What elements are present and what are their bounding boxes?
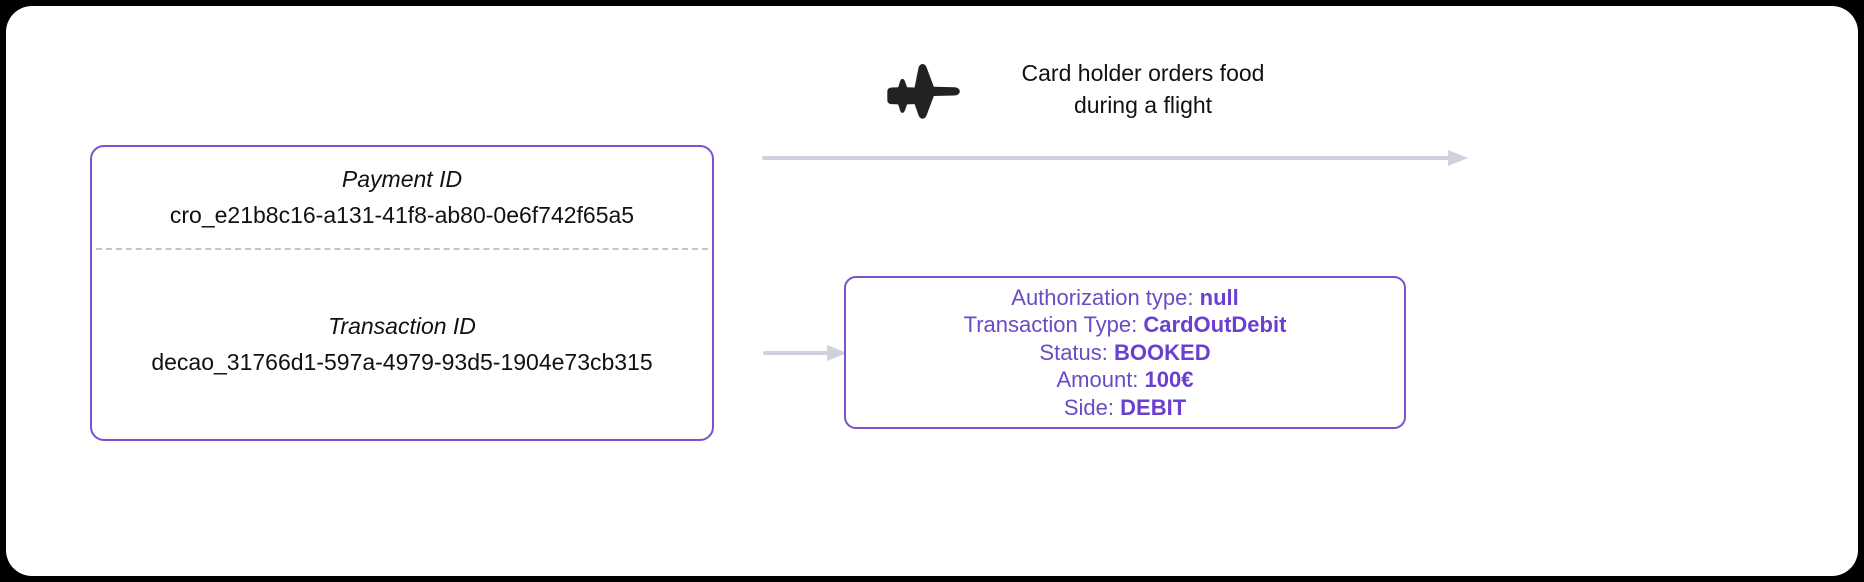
flight-event-group: Card holder orders food during a flight [881, 58, 1301, 132]
detail-value: BOOKED [1114, 339, 1211, 365]
timeline-arrow-shaft [762, 156, 1452, 160]
airplane-icon [881, 64, 967, 126]
transaction-details-card: Authorization type: null Transaction Typ… [844, 276, 1406, 429]
transaction-id-value: decao_31766d1-597a-4979-93d5-1904e73cb31… [151, 348, 653, 375]
detail-row: Status: BOOKED [1039, 339, 1210, 367]
detail-value: null [1199, 284, 1239, 310]
detail-row: Authorization type: null [1011, 284, 1238, 312]
detail-label: Status: [1039, 339, 1108, 365]
flight-caption: Card holder orders food during a flight [993, 58, 1293, 121]
payment-id-value: cro_e21b8c16-a131-41f8-ab80-0e6f742f65a5 [169, 201, 635, 228]
flight-caption-line-2: during a flight [1073, 91, 1213, 118]
payment-identifiers-card: Payment ID cro_e21b8c16-a131-41f8-ab80-0… [90, 145, 714, 441]
payment-id-label: Payment ID [341, 166, 463, 193]
detail-row: Transaction Type: CardOutDebit [964, 311, 1287, 339]
detail-value: DEBIT [1120, 394, 1187, 420]
transaction-id-label: Transaction ID [328, 313, 476, 340]
connector-arrow-shaft [763, 351, 831, 355]
flight-caption-line-1: Card holder orders food [1021, 60, 1265, 86]
connector-arrow-head-icon [827, 345, 847, 361]
detail-label: Amount: [1056, 367, 1139, 393]
diagram-surface: Payment ID cro_e21b8c16-a131-41f8-ab80-0… [6, 6, 1858, 576]
detail-value: CardOutDebit [1143, 312, 1287, 338]
connector-arrow [763, 343, 849, 363]
detail-label: Authorization type: [1011, 284, 1194, 310]
timeline-arrow [762, 146, 1474, 170]
detail-row: Side: DEBIT [1064, 394, 1186, 422]
card-dashed-divider [96, 248, 708, 250]
detail-label: Side: [1063, 394, 1115, 420]
detail-row: Amount: 100€ [1056, 366, 1193, 394]
transaction-id-section: Transaction ID decao_31766d1-597a-4979-9… [92, 250, 712, 439]
detail-label: Transaction Type: [963, 312, 1138, 338]
timeline-arrow-head-icon [1448, 150, 1468, 166]
payment-id-section: Payment ID cro_e21b8c16-a131-41f8-ab80-0… [92, 147, 712, 248]
detail-value: 100€ [1144, 367, 1194, 393]
